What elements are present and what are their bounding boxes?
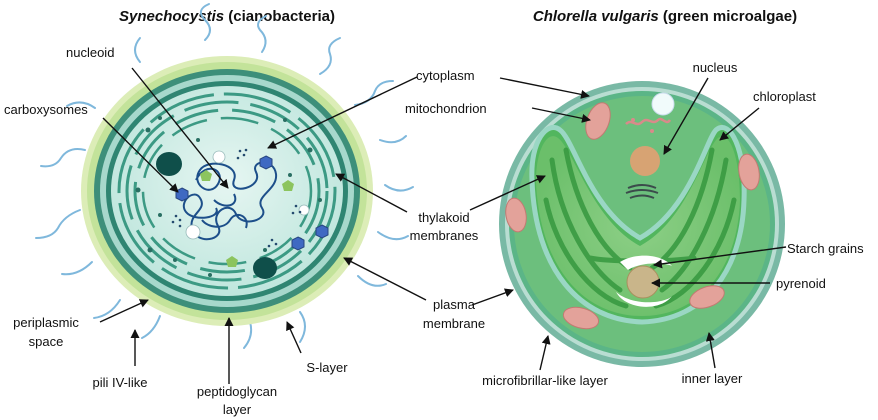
nucleus-body (630, 146, 660, 176)
label-thylakoid: thylakoid (418, 210, 469, 225)
chlorella-cell (499, 81, 785, 367)
label-thylakoid-membranes: membranes (410, 228, 479, 243)
label-s-layer: S-layer (306, 360, 348, 375)
label-plasma: plasma (433, 297, 476, 312)
label-inner-layer: inner layer (682, 371, 743, 386)
pyrenoid-body (627, 266, 659, 298)
label-peptidoglycan-layer: layer (223, 402, 252, 417)
label-periplasmic: periplasmic (13, 315, 79, 330)
label-periplasmic-space: space (29, 334, 64, 349)
label-nucleus: nucleus (693, 60, 738, 75)
label-carboxysomes: carboxysomes (4, 102, 88, 117)
label-starch-grains: Starch grains (787, 241, 864, 256)
left-title: Synechocystis (cianobacteria) (119, 8, 335, 25)
label-pyrenoid: pyrenoid (776, 276, 826, 291)
label-mitochondrion: mitochondrion (405, 101, 487, 116)
label-pili: pili IV-like (93, 375, 148, 390)
label-microfibrillar-layer: microfibrillar-like layer (482, 373, 608, 388)
label-nucleoid: nucleoid (66, 45, 114, 60)
label-peptidoglycan: peptidoglycan (197, 384, 277, 399)
label-chloroplast: chloroplast (753, 89, 816, 104)
label-plasma-membrane: membrane (423, 316, 485, 331)
label-cytoplasm: cytoplasm (416, 68, 475, 83)
right-title: Chlorella vulgaris (green microalgae) (533, 8, 797, 25)
